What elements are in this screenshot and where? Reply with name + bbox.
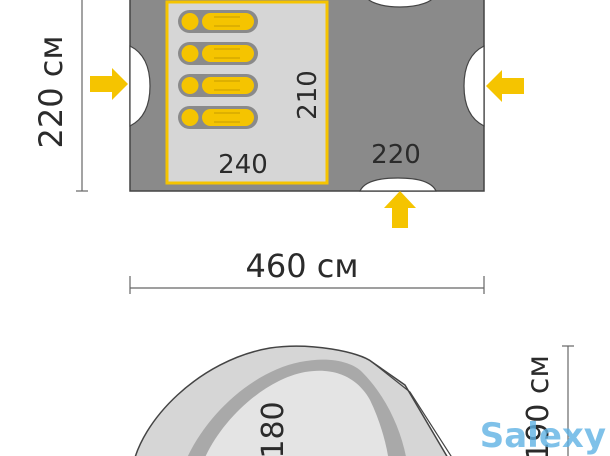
right-entrance: [463, 45, 485, 127]
sleeping-bag: [178, 106, 258, 129]
arrow-up-icon: [384, 191, 416, 228]
arrow-left-icon: [486, 70, 524, 102]
vestibule-label: 220: [371, 140, 421, 170]
arrow-right-icon: [90, 68, 128, 100]
sleeping-bags: [178, 10, 258, 129]
width-label: 460 см: [246, 247, 359, 285]
fly-edge-line: [371, 361, 452, 456]
watermark: Salexy: [480, 416, 606, 456]
inner-width-label: 210: [293, 70, 323, 120]
inner-height-label: 180: [256, 401, 291, 456]
bottom-entrance: [359, 177, 437, 192]
inner-length-label: 240: [218, 150, 268, 180]
width-dimension: [129, 276, 485, 294]
sleeping-bag: [178, 10, 258, 33]
tent-side-view: 180: [134, 345, 452, 456]
top-entrance: [368, 0, 432, 8]
depth-label: 220 см: [32, 36, 70, 149]
inner-tent-light: [205, 370, 389, 456]
tent-floor-plan: 240 210 220: [90, 0, 524, 228]
sleeping-bag: [178, 74, 258, 97]
height-label: 190 см: [521, 355, 556, 456]
sleeping-bag: [178, 42, 258, 65]
height-dimension: [562, 345, 574, 456]
depth-dimension: [76, 0, 88, 192]
left-entrance: [129, 45, 151, 127]
